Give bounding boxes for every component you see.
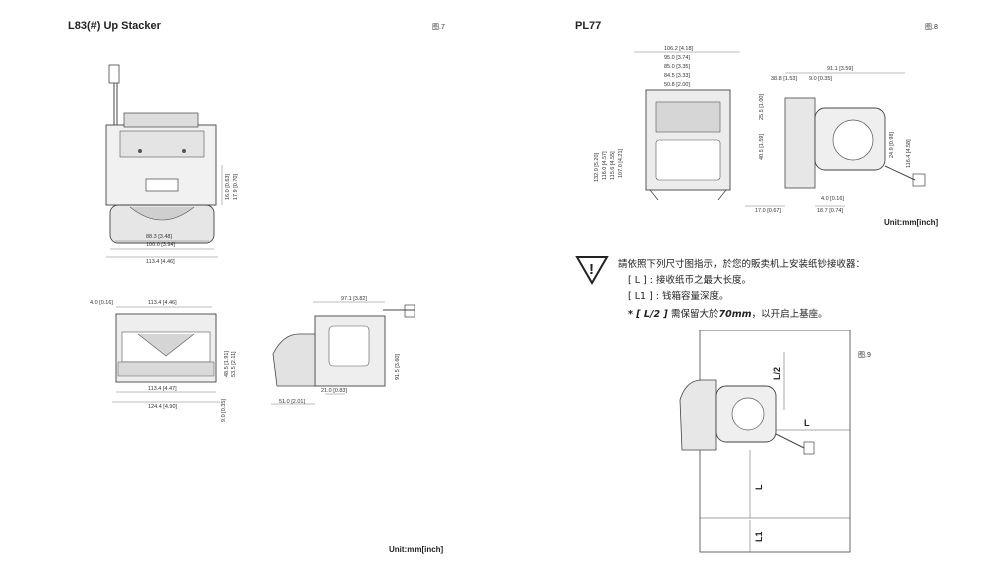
dim-132-0: 132.0 [5.20]: [594, 152, 600, 182]
dim-17-9: 17.9 [0.70]: [233, 174, 239, 200]
l83-front-view: 4.0 [0.16] 113.4 [4.46] 113.4 [4.47] 124…: [90, 300, 237, 422]
dim-25-5: 25.5 [1.00]: [759, 94, 765, 120]
warning-line-l1: [ L1 ] : 钱箱容量深度。: [628, 291, 729, 302]
label-l-horizontal: L: [804, 418, 810, 428]
dim-113-4-b: 113.4 [4.47]: [148, 386, 177, 392]
dim-115-6: 115.6 [4.55]: [610, 151, 616, 180]
l83-top-view: 88.3 [3.48] 100.0 [3.94] 113.4 [4.46] 16…: [105, 64, 239, 265]
dim-17-0: 17.0 [0.67]: [755, 208, 781, 214]
right-unit-label: Unit:mm[inch]: [884, 218, 939, 227]
dim-91-5: 91.5 [3.60]: [395, 354, 401, 380]
dim-50-8: 50.8 [2.00]: [664, 82, 690, 88]
label-l1: L1: [754, 531, 764, 542]
dim-85-0: 85.0 [3.35]: [664, 64, 690, 70]
label-l-vertical: L: [754, 484, 764, 490]
dim-91-1: 91.1 [3.59]: [827, 66, 853, 72]
dim-113-4: 113.4 [4.46]: [146, 259, 175, 265]
dim-9-0: 9.0 [0.35]: [221, 399, 227, 422]
dim-21-0: 21.0 [0.83]: [321, 388, 347, 394]
dim-113-4-top: 113.4 [4.46]: [148, 300, 177, 306]
left-page-title: L83(#) Up Stacker: [68, 20, 161, 32]
pl77-side-view: 91.1 [3.59] 38.8 [1.53] 9.0 [0.35] 25.5 …: [745, 66, 926, 214]
right-page-title: PL77: [575, 20, 602, 32]
dim-24-9: 24.9 [0.98]: [889, 132, 895, 158]
install-diagram: L/2 L L L1: [679, 330, 851, 553]
dim-106-2: 106.2 [4.18]: [664, 46, 694, 52]
dim-9-0-r: 9.0 [0.35]: [809, 76, 832, 82]
dim-84-5: 84.5 [3.33]: [664, 73, 690, 79]
dim-18-7: 18.7 [0.74]: [817, 208, 843, 214]
dim-53-5: 53.5 [2.11]: [231, 351, 237, 377]
dim-100-0: 100.0 [3.94]: [146, 242, 176, 248]
dim-38-8: 38.8 [1.53]: [771, 76, 797, 82]
fig9-label: 图.9: [858, 352, 871, 359]
dim-88-3: 88.3 [3.48]: [146, 234, 172, 240]
dim-48-5: 48.5 [1.91]: [224, 351, 230, 377]
warning-line-l2: * [ L/2 ] 需保留大於70mm，以开启上基座。: [628, 309, 828, 320]
fig8-label: 图.8: [925, 24, 938, 31]
warning-heading: 請依照下列尺寸图指示，於您的販卖机上安装纸钞接收器：: [618, 259, 866, 270]
l83-side-view: 97.1 [3.82] 21.0 [0.83] 51.0 [2.01] 91.5…: [271, 296, 415, 405]
left-unit-label: Unit:mm[inch]: [389, 545, 444, 554]
dim-95-0: 95.0 [3.74]: [664, 55, 690, 61]
dim-97-1: 97.1 [3.82]: [341, 296, 367, 302]
dim-116-0: 116.0 [4.57]: [602, 151, 608, 180]
dim-16-0: 16.0 [0.63]: [225, 174, 231, 200]
label-l-half: L/2: [772, 367, 782, 380]
dim-4-0: 4.0 [0.16]: [90, 300, 113, 306]
dim-116-4: 116.4 [4.58]: [906, 139, 912, 168]
dim-4-0-r: 4.0 [0.16]: [821, 196, 844, 202]
warning-icon: !: [575, 256, 609, 286]
dim-40-5: 40.5 [1.59]: [759, 134, 765, 160]
fig7-label: 图.7: [432, 24, 445, 31]
pl77-front-view: 106.2 [4.18] 95.0 [3.74] 85.0 [3.35] 84.…: [594, 46, 740, 201]
warning-line-l: [ L ] : 接收纸币之最大长度。: [628, 275, 751, 286]
dim-124-4: 124.4 [4.90]: [148, 404, 178, 410]
svg-text:!: !: [589, 261, 594, 278]
dim-107-0: 107.0 [4.21]: [618, 148, 624, 178]
dim-51-0: 51.0 [2.01]: [279, 399, 305, 405]
